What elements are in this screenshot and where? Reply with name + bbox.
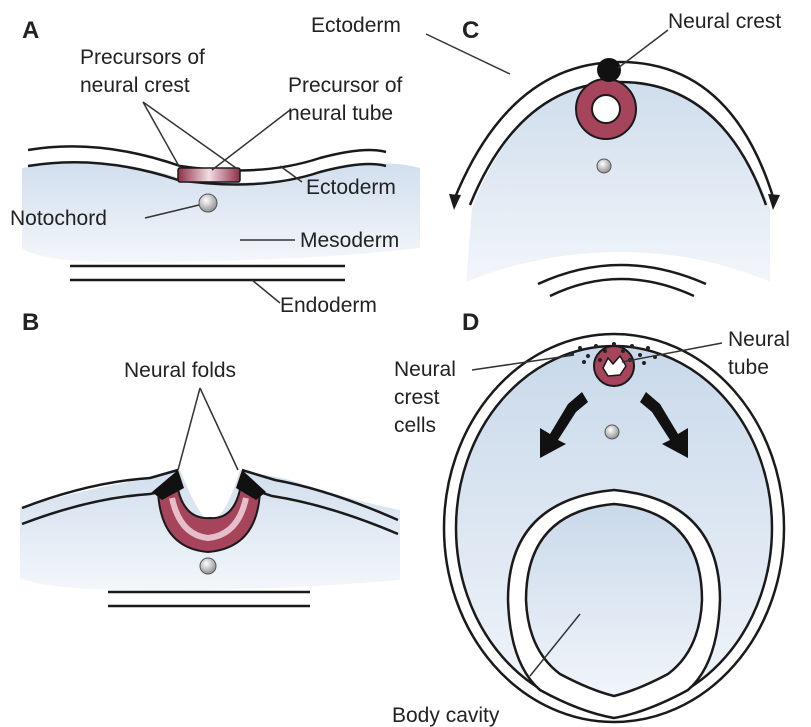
panel-a-label-ectoderm: Ectoderm bbox=[306, 176, 396, 199]
panel-a-notochord bbox=[199, 194, 217, 212]
panel-d-label-crest-cells-3: cells bbox=[394, 414, 436, 437]
panel-a-label-precursor-tube-2: neural tube bbox=[288, 102, 393, 125]
panel-a-label-notochord: Notochord bbox=[10, 207, 107, 230]
panel-b-notochord bbox=[200, 558, 216, 574]
panel-a-label-precursors-crest-1: Precursors of bbox=[80, 46, 205, 69]
panel-d-label-crest-cells-2: crest bbox=[394, 386, 440, 409]
panel-a-label-endoderm: Endoderm bbox=[280, 294, 377, 317]
panel-b: B Neural folds bbox=[20, 309, 400, 606]
panel-c-neural-crest bbox=[597, 58, 621, 82]
panel-a-neural-plate bbox=[178, 168, 240, 182]
panel-d-notochord bbox=[605, 425, 619, 439]
panel-d: D Neural crest cells Neural tube Body ca… bbox=[392, 309, 790, 727]
panel-c-label-neural-crest: Neural crest bbox=[668, 10, 781, 33]
panel-a-label-mesoderm: Mesoderm bbox=[300, 229, 399, 252]
panel-c-notochord bbox=[597, 159, 611, 173]
panel-c-endoderm-arc-2 bbox=[550, 279, 694, 296]
panel-d-label-body-cavity: Body cavity bbox=[392, 704, 500, 727]
panel-a: A Precursors of neural crest Precursor o… bbox=[10, 17, 420, 317]
panel-c-neural-tube-lumen bbox=[592, 95, 620, 123]
panel-a-leader-crest-left bbox=[143, 102, 180, 168]
panel-c-letter: C bbox=[462, 17, 479, 44]
panel-d-body-cavity-inner bbox=[526, 504, 702, 696]
panel-c-label-ectoderm: Ectoderm bbox=[311, 14, 401, 37]
panel-a-leader-tube bbox=[212, 110, 290, 170]
panel-d-letter: D bbox=[462, 309, 479, 336]
panel-d-label-tube-2: tube bbox=[728, 356, 769, 379]
panel-b-leader-fold-left bbox=[178, 388, 200, 470]
panel-d-label-crest-cells-1: Neural bbox=[394, 358, 456, 381]
panel-a-leader-endoderm bbox=[252, 280, 280, 303]
panel-a-letter: A bbox=[22, 17, 39, 44]
panel-c-endoderm-arc-1 bbox=[538, 265, 706, 284]
panel-a-label-precursors-crest-2: neural crest bbox=[80, 74, 190, 97]
panel-b-leader-fold-right bbox=[200, 388, 238, 470]
panel-b-letter: B bbox=[22, 309, 39, 336]
panel-d-label-tube-1: Neural bbox=[728, 328, 790, 351]
panel-b-label-neural-folds: Neural folds bbox=[124, 359, 236, 382]
panel-c-arrowhead-left bbox=[449, 194, 461, 210]
panel-c: C Ectoderm Neural crest bbox=[311, 10, 781, 296]
panel-a-label-precursor-tube-1: Precursor of bbox=[288, 74, 403, 97]
